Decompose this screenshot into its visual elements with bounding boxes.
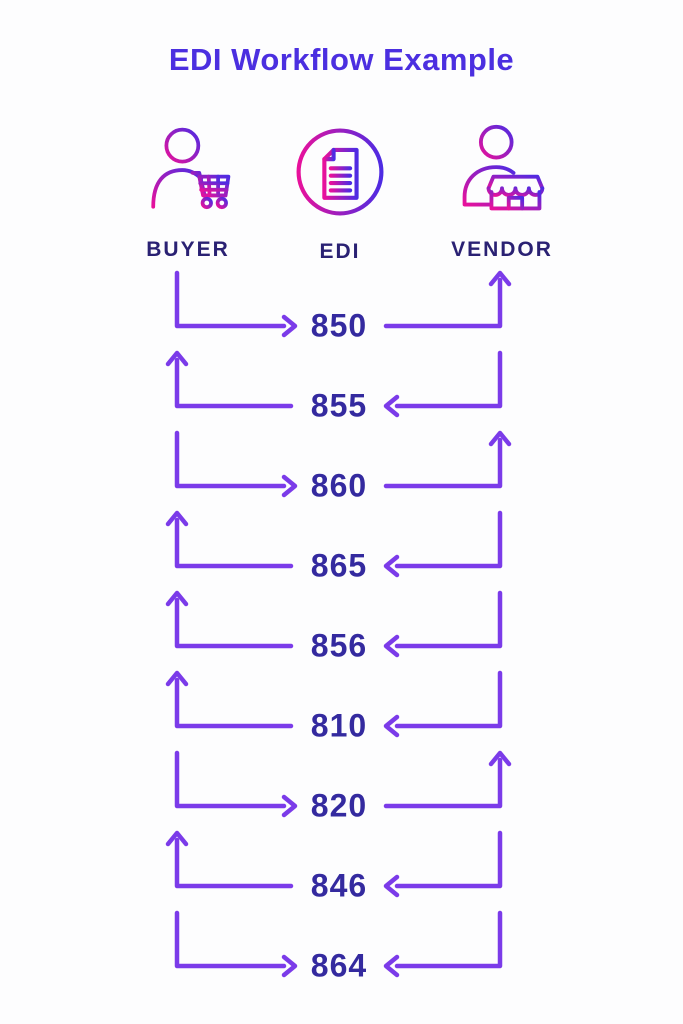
flow-row-846: 846: [0, 828, 683, 908]
flow-row-864: 864: [0, 908, 683, 988]
buyer-cart-icon: [151, 127, 231, 210]
title-highlight: EDI: [168, 42, 222, 77]
transaction-code: 864: [310, 947, 368, 984]
flow-arrows-buyer-to-vendor: [174, 750, 512, 818]
flow-arrows-buyer-to-vendor: [174, 430, 512, 498]
flow-arrows-buyer-to-vendor: [174, 270, 512, 338]
flow-arrows-vendor-to-buyer: [165, 590, 503, 658]
flow-arrows-vendor-to-buyer: [165, 830, 503, 898]
transaction-flows: 850 855 860 865 856 810 820 846 864: [0, 268, 683, 988]
page-title: EDI Workflow Example: [0, 42, 683, 78]
transaction-code: 855: [310, 387, 368, 424]
flow-row-865: 865: [0, 508, 683, 588]
party-vendor: VENDOR: [450, 122, 554, 262]
flow-row-856: 856: [0, 588, 683, 668]
transaction-code: 846: [310, 867, 368, 904]
flow-row-860: 860: [0, 428, 683, 508]
transaction-code: 850: [310, 307, 368, 344]
party-buyer: BUYER: [138, 124, 238, 262]
party-edi: EDI: [292, 126, 388, 264]
flow-row-820: 820: [0, 748, 683, 828]
transaction-code: 856: [310, 627, 368, 664]
transaction-code: 820: [310, 787, 368, 824]
party-label-vendor: VENDOR: [451, 238, 553, 261]
vendor-store-icon: [462, 124, 545, 211]
transaction-code: 860: [310, 467, 368, 504]
party-label-buyer: BUYER: [146, 238, 230, 261]
flow-row-855: 855: [0, 348, 683, 428]
flow-arrows-vendor-to-buyer: [165, 510, 503, 578]
party-label-edi: EDI: [319, 240, 361, 263]
transaction-code: 810: [310, 707, 368, 744]
flow-arrows-bidirectional: [174, 910, 503, 978]
title-rest: Workflow Example: [231, 42, 515, 77]
edi-document-icon: [296, 128, 384, 216]
flow-arrows-vendor-to-buyer: [165, 670, 503, 738]
flow-arrows-vendor-to-buyer: [165, 350, 503, 418]
flow-row-850: 850: [0, 268, 683, 348]
flow-row-810: 810: [0, 668, 683, 748]
transaction-code: 865: [310, 547, 368, 584]
parties-row: BUYER EDI VENDOR: [0, 0, 683, 280]
